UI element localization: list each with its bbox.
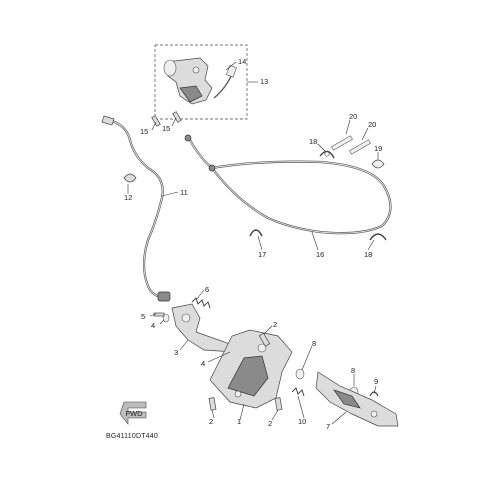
- pin-5[interactable]: [153, 312, 165, 317]
- cotter-pin-9[interactable]: [369, 391, 379, 397]
- callout-19: 19: [374, 144, 382, 153]
- cable-tie-20b[interactable]: [349, 139, 371, 155]
- callout-18b: 18: [364, 250, 372, 259]
- callout-2c: 2: [268, 419, 272, 428]
- callout-4b: 4: [201, 359, 205, 368]
- callout-2b: 2: [209, 417, 213, 426]
- leader-lines: [127, 61, 379, 425]
- callout-13: 13: [260, 77, 268, 86]
- cable-clip-18a[interactable]: [319, 150, 335, 159]
- assembly-group-box: [154, 44, 248, 120]
- bolt-2a[interactable]: [258, 332, 271, 347]
- callout-10: 10: [298, 417, 306, 426]
- washer-4a[interactable]: [162, 313, 170, 323]
- washer-8a[interactable]: [295, 368, 305, 380]
- callout-6: 6: [205, 285, 209, 294]
- cable-tie-19[interactable]: [371, 159, 385, 169]
- cable-clip-17[interactable]: [249, 229, 263, 237]
- callout-15b: 15: [162, 124, 170, 133]
- cable-clip-18b[interactable]: [369, 233, 387, 241]
- return-spring-6[interactable]: [191, 297, 211, 309]
- brake-cable-11[interactable]: [101, 115, 171, 302]
- collar-10[interactable]: [291, 387, 305, 397]
- bolt-2b[interactable]: [208, 397, 217, 411]
- callout-16: 16: [316, 250, 324, 259]
- cable-tie-20a[interactable]: [331, 135, 353, 151]
- callout-20a: 20: [349, 112, 357, 121]
- callout-8b: 8: [351, 366, 355, 375]
- callouts: 14 13 15 15 12 11 20 20 18 19 17 16 18 6…: [124, 57, 382, 431]
- callout-11: 11: [180, 188, 188, 197]
- callout-2a: 2: [273, 320, 277, 329]
- cable-clamp-12[interactable]: [123, 173, 137, 183]
- screw-15a[interactable]: [151, 115, 161, 127]
- callout-4a: 4: [151, 321, 155, 330]
- callout-14: 14: [238, 57, 246, 66]
- brake-cable-16[interactable]: [184, 134, 392, 235]
- throttle-housing[interactable]: [163, 57, 213, 105]
- brake-pedal-7[interactable]: [315, 371, 399, 427]
- callout-17: 17: [258, 250, 266, 259]
- callout-18a: 18: [309, 137, 317, 146]
- callout-5: 5: [141, 312, 145, 321]
- front-arrow-label: FWD: [125, 409, 143, 418]
- switch-lead-wire[interactable]: [213, 64, 237, 99]
- callout-20b: 20: [368, 120, 376, 129]
- diagram-code: BG41110DT440: [106, 433, 158, 440]
- callout-7: 7: [326, 422, 330, 431]
- callout-15a: 15: [140, 127, 148, 136]
- screw-15b[interactable]: [172, 111, 182, 123]
- callout-9: 9: [374, 377, 378, 386]
- callout-12: 12: [124, 193, 132, 202]
- callout-3: 3: [174, 348, 178, 357]
- callout-1: 1: [237, 417, 241, 426]
- bolt-2c[interactable]: [274, 397, 283, 411]
- pedal-bracket-1[interactable]: [209, 329, 293, 409]
- callout-8a: 8: [312, 339, 316, 348]
- brake-lever-3[interactable]: [171, 303, 235, 353]
- front-direction-arrow: FWD: [119, 401, 147, 425]
